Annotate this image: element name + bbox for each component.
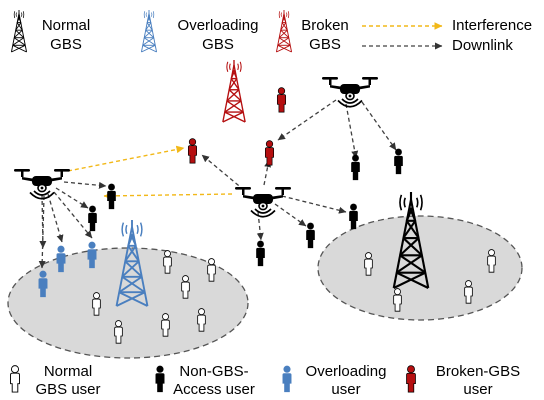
broken-gbs-tower (222, 59, 246, 123)
legend-broken-user-icon (406, 365, 416, 393)
legend-downlink-label: Downlink (452, 37, 513, 54)
legend-non-gbs-user-icon (155, 365, 165, 393)
legend-overloading-user-line2: user (331, 381, 360, 398)
legend-interference-label: Interference (452, 17, 532, 34)
legend-overloading-user-line1: Overloading (306, 363, 387, 380)
overloading-gbs-legend-icon (140, 9, 158, 53)
legend-bottom: Normal GBS user Non-GBS- Access user Ove… (10, 363, 520, 398)
legend-normal-gbs-line1: Normal (42, 17, 90, 34)
normal-gbs-legend-icon (10, 9, 28, 53)
interference-arrows (67, 145, 233, 200)
legend-normal-user-icon (10, 365, 20, 393)
drone-top-right (321, 76, 379, 108)
drone-center (234, 186, 292, 218)
cell-left (7, 247, 249, 359)
legend-broken-gbs-line1: Broken (301, 17, 349, 34)
legend-overloading-gbs-line2: GBS (202, 36, 234, 53)
legend-top: Normal GBS Overloading GBS Broken GBS In… (42, 17, 532, 54)
broken-users (187, 87, 287, 166)
legend-normal-gbs-line2: GBS (50, 36, 82, 53)
downlink-arrows (38, 99, 397, 269)
legend-broken-user-line1: Broken-GBS (436, 363, 520, 380)
legend-normal-user-line1: Normal (44, 363, 92, 380)
legend-overloading-gbs-line1: Overloading (178, 17, 259, 34)
legend-non-gbs-user-line1: Non-GBS- (179, 363, 248, 380)
legend-overloading-user-icon (282, 365, 292, 393)
drone-left (13, 168, 71, 200)
legend-broken-gbs-line2: GBS (309, 36, 341, 53)
legend-normal-user-line2: GBS user (35, 381, 100, 398)
legend-non-gbs-user-line2: Access user (173, 381, 255, 398)
broken-gbs-legend-icon (275, 9, 293, 53)
legend-broken-user-line2: user (463, 381, 492, 398)
